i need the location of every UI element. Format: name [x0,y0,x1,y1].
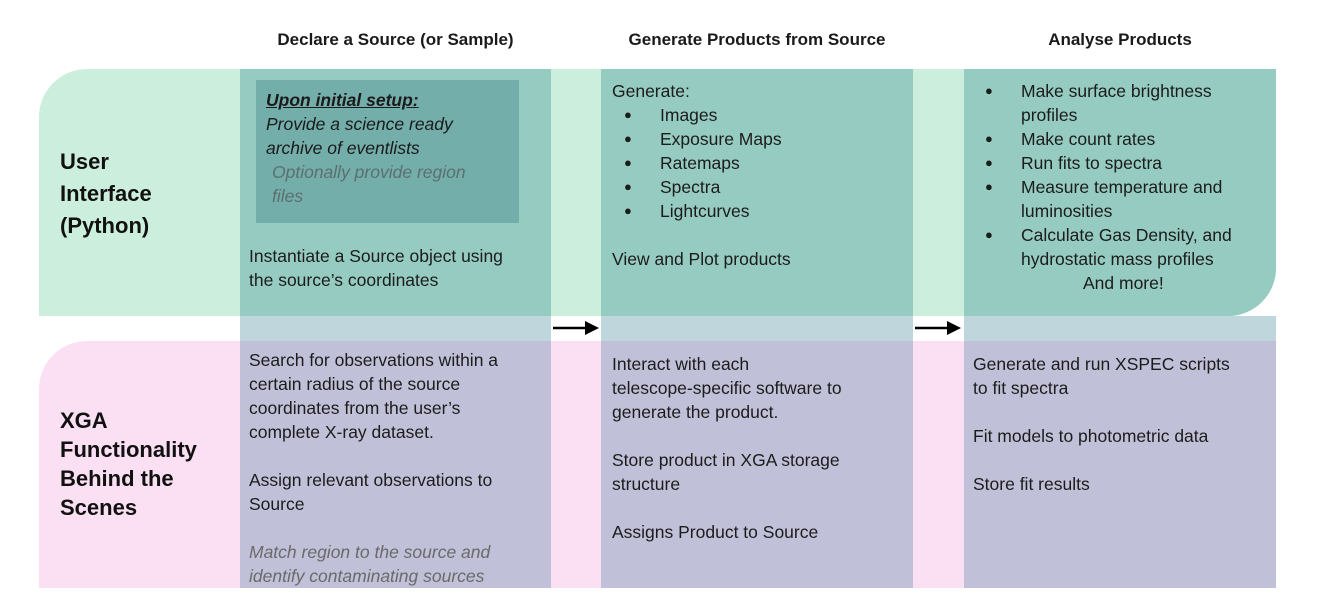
interact-software-text: Interact with each telescope-specific so… [612,354,842,422]
view-plot-text: View and Plot products [612,249,791,269]
declare-column-bottom [240,341,551,588]
match-region-text: Match region to the source and identify … [249,542,491,586]
column-header-declare: Declare a Source (or Sample) [277,30,514,49]
setup-line: Provide a science ready [266,114,453,134]
assign-observations-text: Assign relevant observations to Source [249,470,493,514]
list-item: Make count rates [973,127,1273,151]
arrow-right-icon [553,321,599,335]
list-item: Lightcurves [612,199,912,223]
generate-column-divider [601,316,913,341]
list-item: Run fits to spectra [973,151,1273,175]
analyse-column-divider [964,316,1276,341]
row-title-user-interface: User Interface (Python) [60,149,152,238]
row-title-xga-functionality: XGA Functionality Behind the Scenes [60,408,197,520]
store-fit-text: Store fit results [973,474,1090,494]
instantiate-text: Instantiate a Source object using the so… [249,246,503,290]
column-header-analyse: Analyse Products [1048,30,1192,49]
initial-setup-box: Upon initial setup: Provide a science re… [256,80,519,223]
generate-products-text: Generate: Images Exposure Maps Ratemaps … [612,79,912,271]
generate-column-bottom [601,341,913,588]
setup-optional-line: Optionally provide region [272,162,466,182]
analyse-bottom-corner [1196,508,1276,588]
declare-column-divider [240,316,551,341]
list-item: Exposure Maps [612,127,912,151]
generate-label: Generate: [612,81,690,101]
arrow-right-icon [915,321,961,335]
products-list: Images Exposure Maps Ratemaps Spectra Li… [612,103,912,223]
and-more-text: And more! [1083,273,1164,293]
column-header-generate: Generate Products from Source [628,30,886,49]
fit-models-text: Fit models to photometric data [973,426,1209,446]
setup-heading: Upon initial setup: [266,90,419,110]
list-item: Images [612,103,912,127]
xspec-scripts-text: Generate and run XSPEC scripts to fit sp… [973,354,1230,398]
store-product-text: Store product in XGA storage structure [612,450,840,494]
list-item: Spectra [612,175,912,199]
assigns-product-text: Assigns Product to Source [612,522,819,542]
search-observations-text: Search for observations within a certain… [249,350,499,442]
setup-line: archive of eventlists [266,138,420,158]
setup-optional-line: files [272,186,304,206]
list-item: Ratemaps [612,151,912,175]
